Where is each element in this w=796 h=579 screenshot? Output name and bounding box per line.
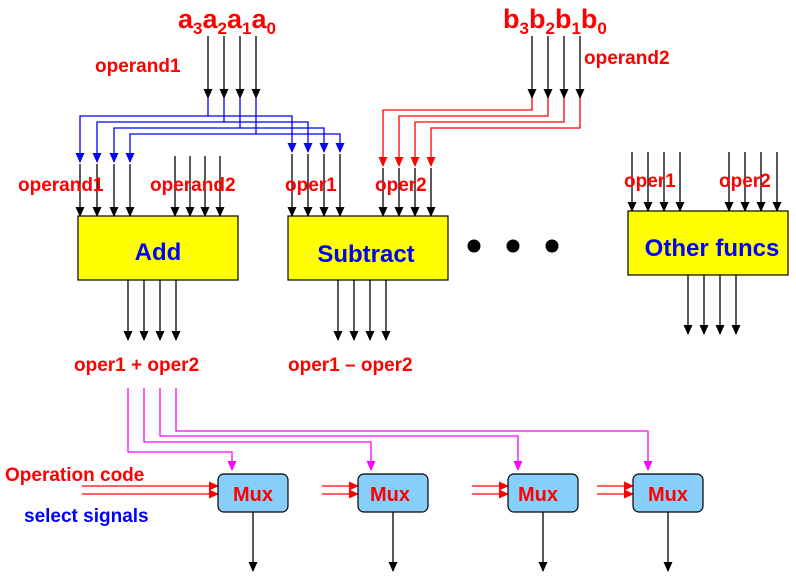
- select-signals-label: select signals: [24, 506, 149, 527]
- add-output-label: oper1 + oper2: [74, 355, 199, 376]
- bus-b-wires: [527, 36, 585, 99]
- ellipsis-dots: [467, 239, 559, 253]
- bus-b-routing: [378, 98, 581, 167]
- bus-b-label: b3b2b1b0: [503, 4, 607, 38]
- other-funcs-block-label: Other funcs: [645, 235, 780, 262]
- ellipsis-dot: [545, 239, 559, 253]
- other-funcs-block: oper1 oper2 Other funcs: [624, 152, 789, 335]
- result-routing: [127, 388, 653, 471]
- add-block-label: Add: [135, 239, 182, 266]
- mux-row: Mux Mux Mux Mux: [82, 473, 704, 572]
- subtract-oper2-label: oper2: [375, 175, 427, 196]
- operation-code-label: Operation code: [5, 465, 144, 486]
- mux-1: Mux: [82, 473, 289, 572]
- subtract-output-label: oper1 – oper2: [288, 355, 413, 376]
- mux-4: Mux: [597, 473, 704, 572]
- bus-a-routing: [75, 98, 345, 163]
- subtract-block: oper1 oper2 Subtract oper1 – oper2: [285, 154, 449, 376]
- subtract-block-label: Subtract: [317, 241, 414, 268]
- ellipsis-dot: [467, 239, 481, 253]
- other-oper2-label: oper2: [719, 171, 771, 192]
- mux-2-label: Mux: [370, 484, 410, 506]
- add-operand2-label: operand2: [150, 175, 236, 196]
- bus-a-label: a3a2a1a0: [178, 4, 276, 38]
- subtract-box: [287, 215, 449, 281]
- mux-3-label: Mux: [518, 484, 558, 506]
- other-funcs-box: [627, 210, 789, 276]
- bus-a-wires: [203, 36, 261, 99]
- other-oper1-label: oper1: [624, 171, 676, 192]
- subtract-oper1-label: oper1: [285, 175, 337, 196]
- mux-2: Mux: [322, 473, 429, 572]
- add-operand1-label: operand1: [18, 175, 104, 196]
- add-block: operand1 operand2 Add oper1 + oper2: [18, 156, 239, 376]
- mux-1-label: Mux: [233, 484, 273, 506]
- add-box: [77, 215, 239, 281]
- operand1-label: operand1: [95, 56, 181, 77]
- mux-3: Mux: [472, 473, 579, 572]
- ellipsis-dot: [506, 239, 520, 253]
- operand2-label: operand2: [584, 48, 670, 69]
- mux-4-label: Mux: [648, 484, 688, 506]
